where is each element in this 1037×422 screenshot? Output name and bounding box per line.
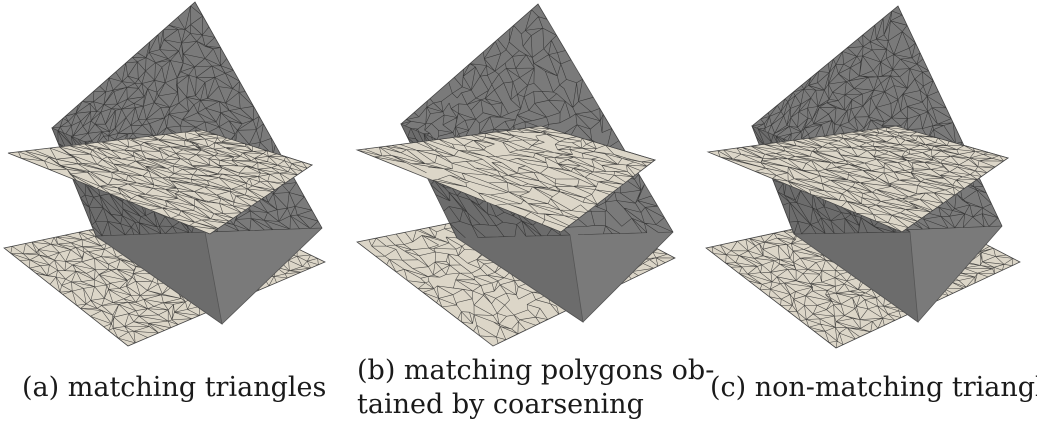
- panel-non-matching-triangles: (c) non-matching triangles: [690, 0, 1037, 422]
- caption-b-line-1: (b) matching polygons ob-: [357, 355, 715, 386]
- caption-a: (a) matching triangles: [22, 371, 326, 405]
- caption-b: (b) matching polygons ob- tained by coar…: [357, 354, 714, 422]
- mesh-render-a: [3, 1, 326, 347]
- panel-matching-triangles: (a) matching triangles: [0, 0, 345, 422]
- caption-b-line-2: tained by coarsening: [357, 389, 644, 420]
- caption-a-line-1: (a) matching triangles: [22, 372, 327, 403]
- caption-c-line-1: (c) non-matching triangles: [710, 372, 1037, 403]
- mesh-render-b: [355, 3, 676, 347]
- caption-c: (c) non-matching triangles: [710, 371, 1037, 405]
- mesh-render-c: [705, 5, 1021, 349]
- panel-matching-polygons: (b) matching polygons ob- tained by coar…: [345, 0, 714, 422]
